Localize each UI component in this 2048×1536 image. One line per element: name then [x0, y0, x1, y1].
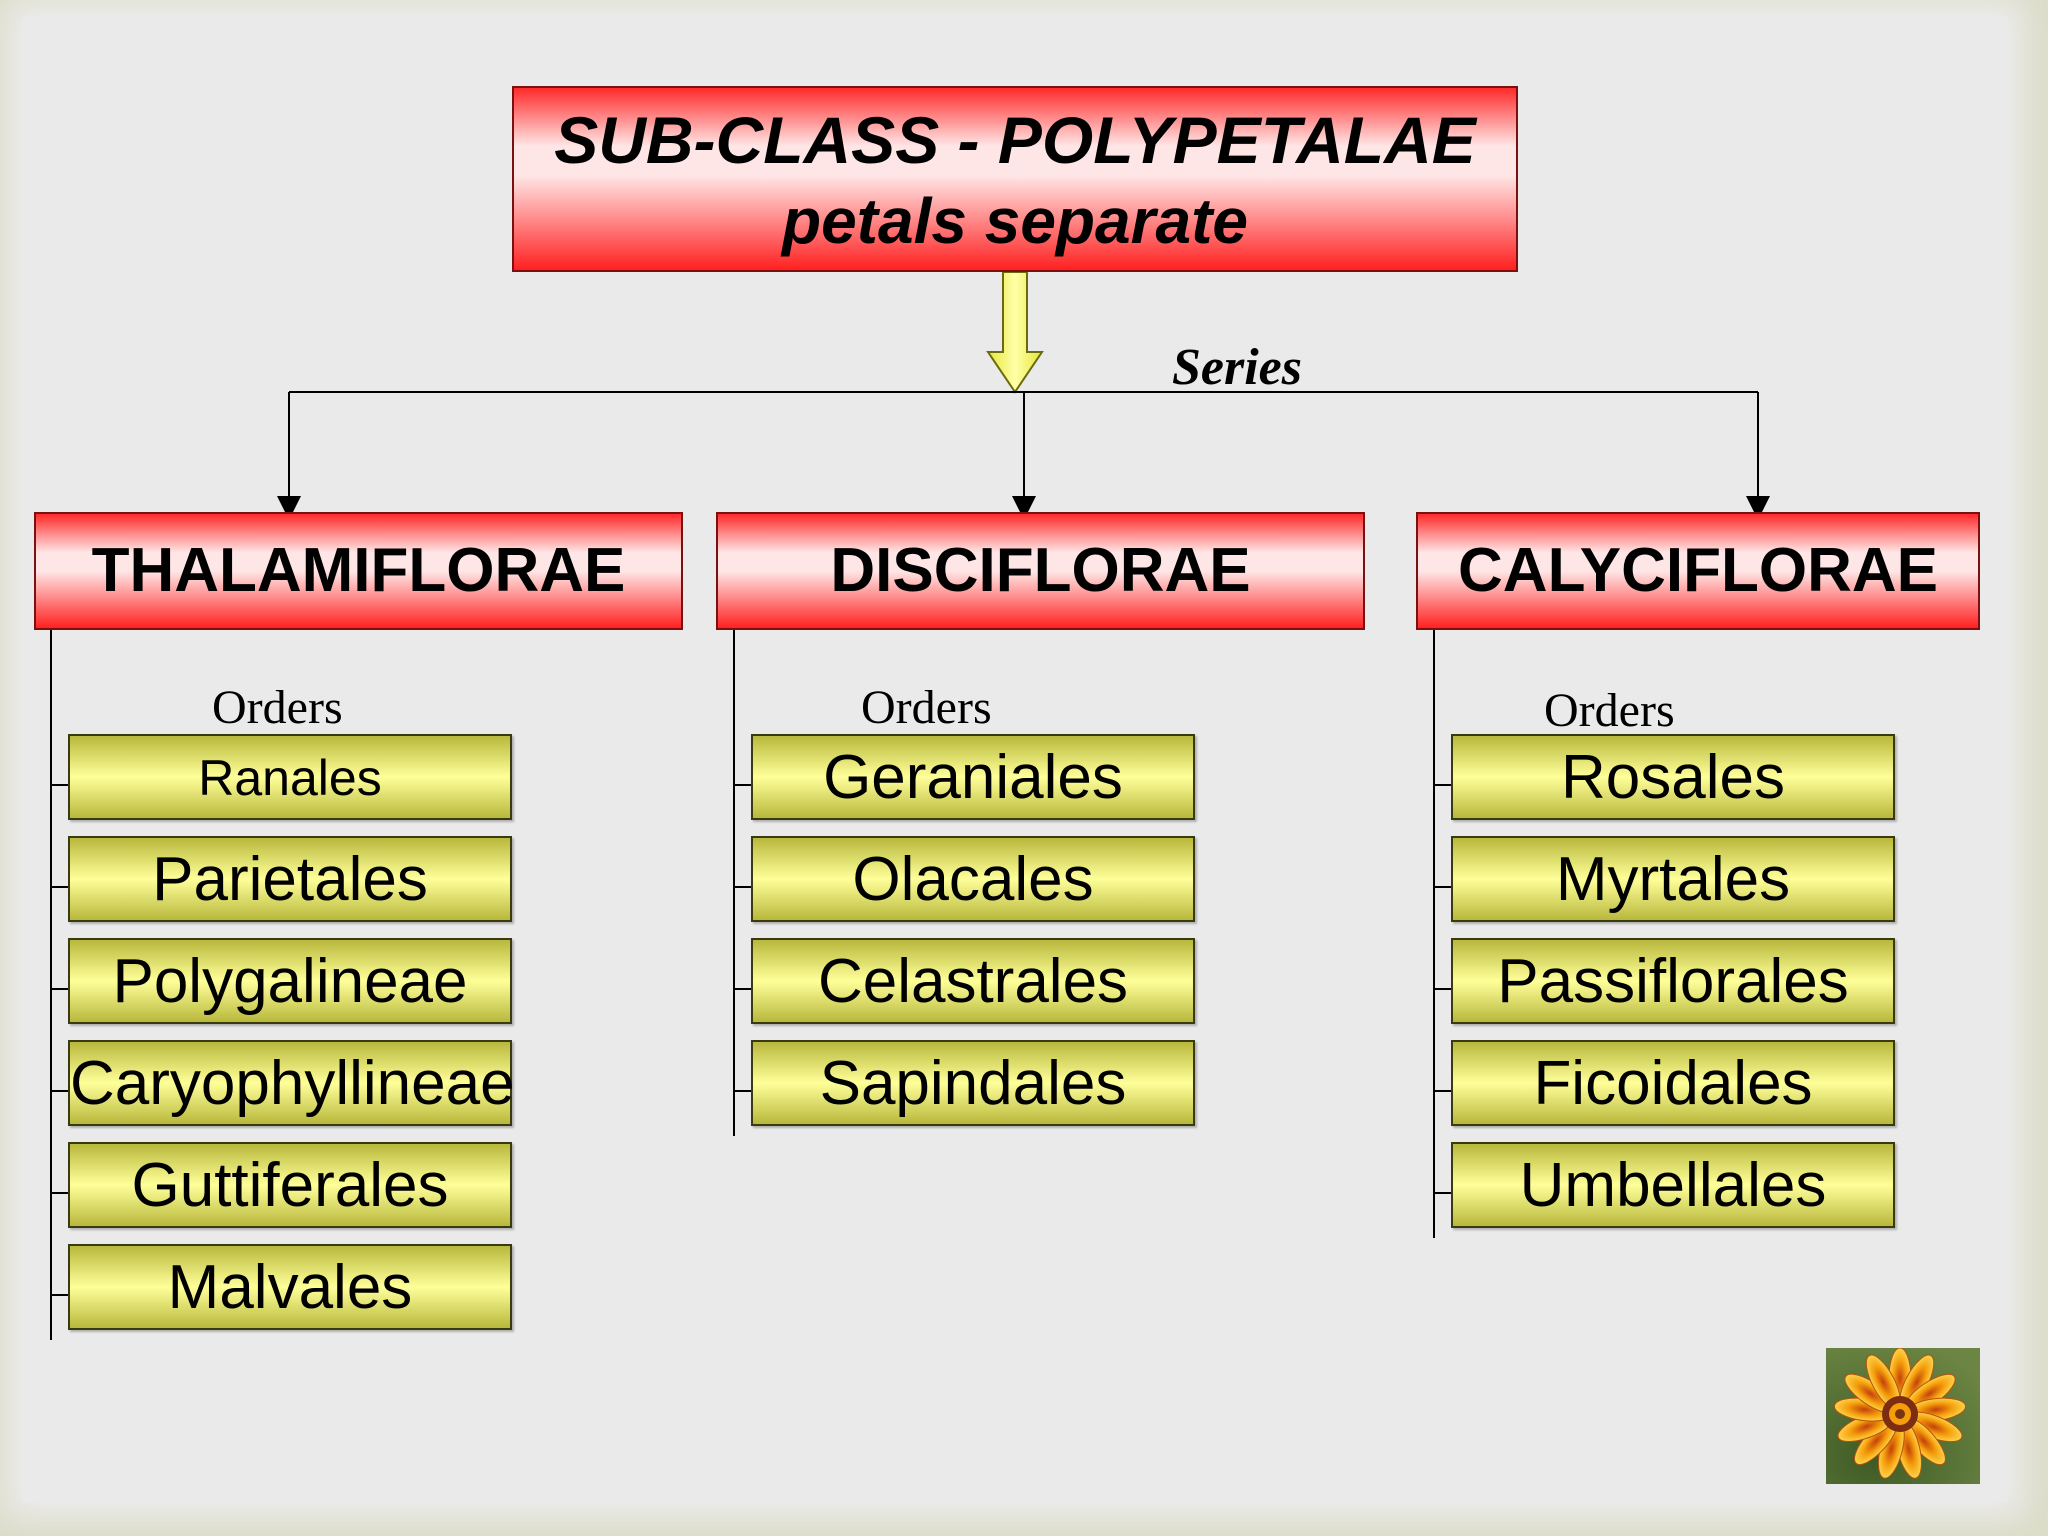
series-box-thalamiflorae: THALAMIFLORAE [34, 512, 683, 630]
down-block-arrow [986, 271, 1044, 394]
order-box-ranales: Ranales [68, 734, 512, 820]
order-box-umbellales: Umbellales [1451, 1142, 1895, 1228]
series-box-calyciflorae: CALYCIFLORAE [1416, 512, 1980, 630]
order-box-celastrales: Celastrales [751, 938, 1195, 1024]
order-box-geraniales: Geraniales [751, 734, 1195, 820]
series-label: Series [1172, 339, 1302, 396]
subclass-title-box: SUB-CLASS - POLYPETALAE petals separate [512, 86, 1518, 272]
order-box-sapindales: Sapindales [751, 1040, 1195, 1126]
orders-label-disciflorae: Orders [861, 681, 992, 734]
orders-label-calyciflorae: Orders [1544, 684, 1675, 737]
order-box-olacales: Olacales [751, 836, 1195, 922]
orders-label-thalamiflorae: Orders [212, 681, 343, 734]
order-box-polygalineae: Polygalineae [68, 938, 512, 1024]
order-box-rosales: Rosales [1451, 734, 1895, 820]
order-box-malvales: Malvales [68, 1244, 512, 1330]
order-box-guttiferales: Guttiferales [68, 1142, 512, 1228]
subclass-title: SUB-CLASS - POLYPETALAE [554, 103, 1476, 177]
order-box-parietales: Parietales [68, 836, 512, 922]
series-box-disciflorae: DISCIFLORAE [716, 512, 1365, 630]
order-box-caryophyllineae: Caryophyllineae [68, 1040, 515, 1126]
order-box-myrtales: Myrtales [1451, 836, 1895, 922]
order-box-passiflorales: Passiflorales [1451, 938, 1895, 1024]
flower-icon [1826, 1348, 1980, 1484]
subclass-subtitle: petals separate [781, 185, 1249, 257]
order-box-ficoidales: Ficoidales [1451, 1040, 1895, 1126]
